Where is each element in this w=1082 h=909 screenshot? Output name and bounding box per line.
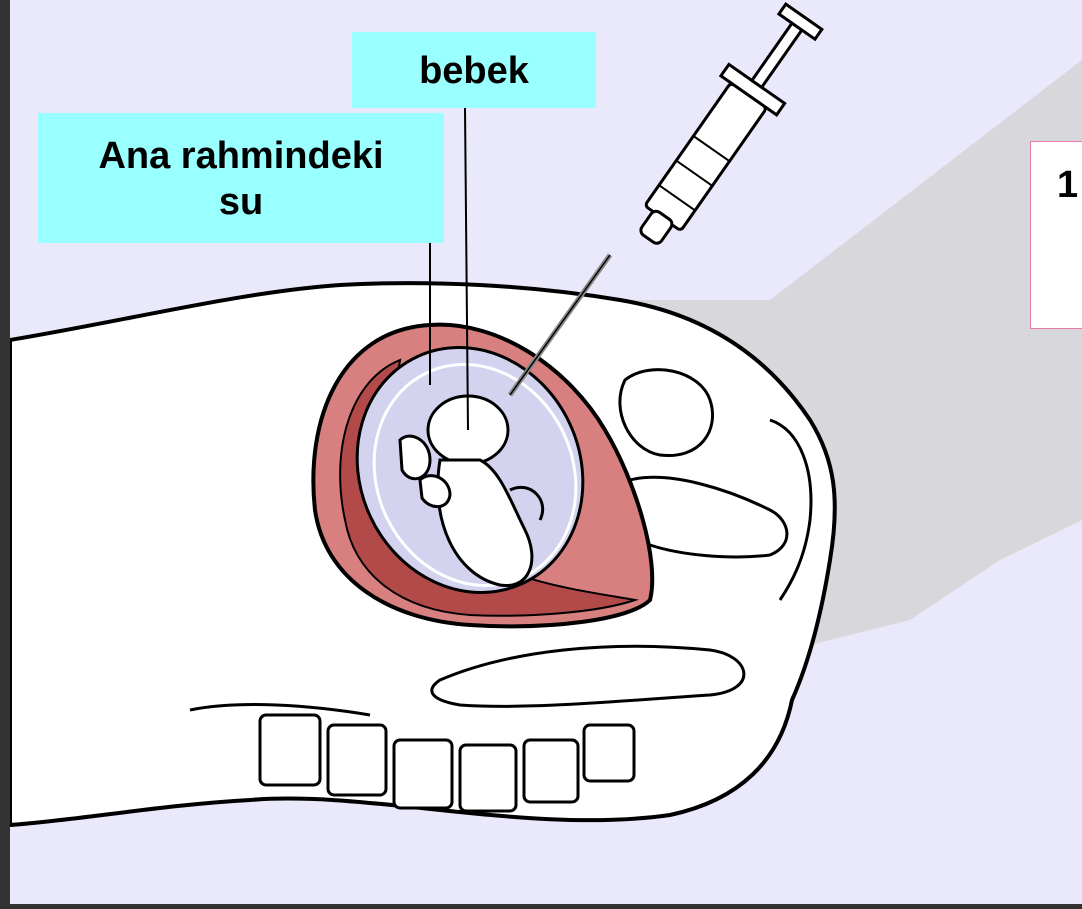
label-amniotic-fluid-line2: su (38, 179, 444, 225)
label-baby-text: bebek (419, 50, 529, 92)
label-baby: bebek (352, 32, 596, 108)
slide-canvas: Ana rahmindeki su bebek 1 (10, 0, 1082, 904)
label-amniotic-fluid-line1: Ana rahmindeki (38, 133, 444, 179)
label-amniotic-fluid: Ana rahmindeki su (38, 113, 444, 243)
side-text: 1 (1057, 164, 1078, 206)
side-text-box: 1 (1030, 141, 1082, 329)
